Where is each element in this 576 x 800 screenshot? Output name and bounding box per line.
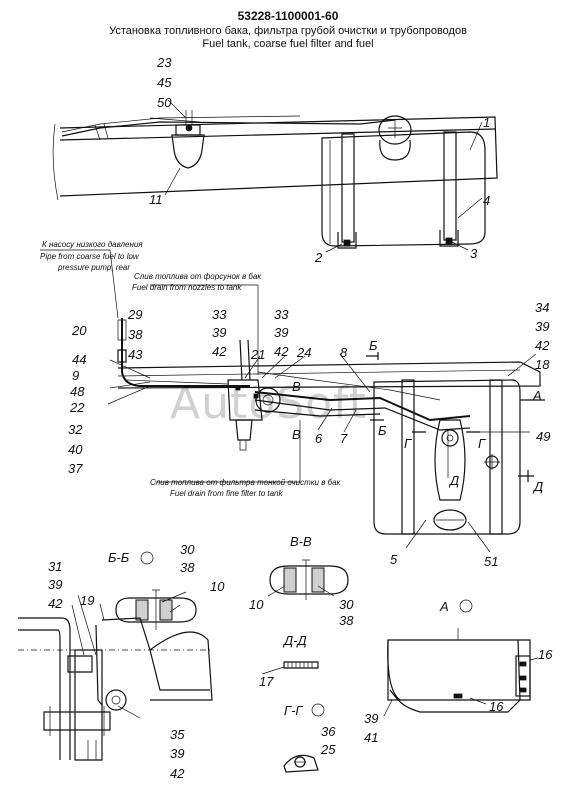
callout-16-bottom: 16 — [489, 699, 504, 714]
callout-39-e: 39 — [170, 746, 185, 761]
callout-43: 43 — [128, 347, 143, 362]
leader-lines-top — [164, 99, 483, 253]
callout-10-b: 10 — [249, 597, 264, 612]
callout-20: 20 — [72, 323, 87, 338]
detail-gg — [283, 754, 319, 773]
callout-1: 1 — [483, 115, 491, 130]
callout-17: 17 — [259, 674, 274, 689]
note-nozzle-ru: Слив топлива от форсунок в бак — [134, 272, 262, 281]
section-circles — [140, 551, 473, 717]
callout-38-left: 38 — [128, 327, 143, 342]
callout-10-a: 10 — [210, 579, 225, 594]
watermark: AutoSoft — [170, 378, 367, 429]
callout-3: 3 — [470, 246, 478, 261]
drawing-title-ru: Установка топливного бака, фильтра грубо… — [109, 25, 467, 37]
callout-40: 40 — [68, 442, 83, 457]
callout-41: 41 — [364, 730, 379, 745]
callout-23: 23 — [157, 55, 172, 70]
note-filter-ru: Слив топлива от фильтра тонкой очистки в… — [150, 478, 341, 487]
callout-50: 50 — [157, 95, 172, 110]
section-title-dd: Д-Д — [284, 633, 307, 648]
callout-39-f: 39 — [364, 711, 379, 726]
callout-48: 48 — [70, 384, 85, 399]
callout-42-b: 42 — [274, 344, 289, 359]
callout-24: 24 — [297, 345, 312, 360]
section-mark-g-left: Г — [404, 436, 412, 451]
section-mark-d-left: Д — [450, 473, 460, 488]
frame-rail-top — [52, 116, 498, 201]
coarse-filter-top — [171, 110, 205, 169]
section-mark-b-top: Б — [369, 338, 378, 353]
leader-lines-side — [107, 284, 537, 553]
section-mark-a: А — [533, 388, 542, 403]
callout-38-b: 38 — [180, 560, 195, 575]
callout-44: 44 — [72, 352, 87, 367]
pump-pipe — [40, 249, 250, 387]
callout-2: 2 — [315, 250, 323, 265]
callout-35: 35 — [170, 727, 185, 742]
callout-16-right: 16 — [538, 647, 553, 662]
callout-34: 34 — [535, 300, 550, 315]
fuel-lines-top — [61, 115, 396, 141]
detail-dd — [261, 661, 319, 675]
callout-38-c: 38 — [339, 613, 354, 628]
fine-filter-cluster — [227, 339, 281, 451]
callout-30-b: 30 — [339, 597, 354, 612]
callout-49: 49 — [536, 429, 551, 444]
section-title-bb: Б-Б — [108, 550, 130, 565]
note-pump-en1: Pipe from coarse fuel to low — [40, 252, 139, 261]
drawing-code: 53228-1100001-60 — [237, 9, 339, 23]
callout-33-b: 33 — [274, 307, 289, 322]
section-mark-b-bottom: Б — [378, 423, 387, 438]
callout-36: 36 — [321, 724, 336, 739]
callout-42-c: 42 — [535, 338, 550, 353]
callout-5: 5 — [390, 552, 398, 567]
callout-39-c: 39 — [535, 319, 550, 334]
section-mark-g-right: Г — [478, 436, 486, 451]
callout-7: 7 — [340, 431, 348, 446]
section-mark-d-right: Д — [534, 479, 544, 494]
callout-31: 31 — [48, 559, 63, 574]
callout-18: 18 — [535, 357, 550, 372]
callout-42-d: 42 — [48, 596, 63, 611]
callout-51: 51 — [484, 554, 499, 569]
callout-19: 19 — [80, 593, 95, 608]
callout-33-a: 33 — [212, 307, 227, 322]
frame-rail-side — [117, 361, 541, 389]
callout-22: 22 — [70, 400, 85, 415]
detail-bb — [18, 589, 213, 761]
view-title-a: А — [440, 599, 449, 614]
section-mark-v-bottom: В — [292, 427, 301, 442]
callout-39-b: 39 — [274, 325, 289, 340]
note-nozzle-en: Fuel drain from nozzles to tank — [132, 283, 242, 292]
callout-25: 25 — [321, 742, 336, 757]
callout-45: 45 — [157, 75, 172, 90]
callout-11: 11 — [149, 192, 163, 207]
note-pump-ru: К насосу низкого давления — [42, 240, 143, 249]
callout-32: 32 — [68, 422, 83, 437]
section-mark-v-top: В — [292, 379, 301, 394]
callout-42-e: 42 — [170, 766, 185, 781]
fuel-tank-top-view — [321, 115, 486, 249]
callout-29: 29 — [128, 307, 143, 322]
callout-8: 8 — [340, 345, 348, 360]
callout-9: 9 — [72, 368, 80, 383]
callout-4: 4 — [483, 193, 491, 208]
note-filter-en: Fuel drain from fine filter to tank — [170, 489, 283, 498]
view-a — [383, 628, 539, 717]
callout-39-d: 39 — [48, 577, 63, 592]
note-pump-en2: pressure pump, rear — [58, 263, 131, 272]
section-title-vv: В-В — [290, 534, 312, 549]
detail-vv — [267, 559, 349, 600]
callout-21: 21 — [251, 347, 266, 362]
drawing-title-en: Fuel tank, coarse fuel filter and fuel — [202, 38, 374, 50]
callout-30-a: 30 — [180, 542, 195, 557]
section-title-gg: Г-Г — [284, 703, 303, 718]
callout-39-a: 39 — [212, 325, 227, 340]
callout-37: 37 — [68, 461, 83, 476]
fuel-tank-side-view — [373, 379, 521, 535]
callout-42-a: 42 — [212, 344, 227, 359]
callout-6: 6 — [315, 431, 323, 446]
